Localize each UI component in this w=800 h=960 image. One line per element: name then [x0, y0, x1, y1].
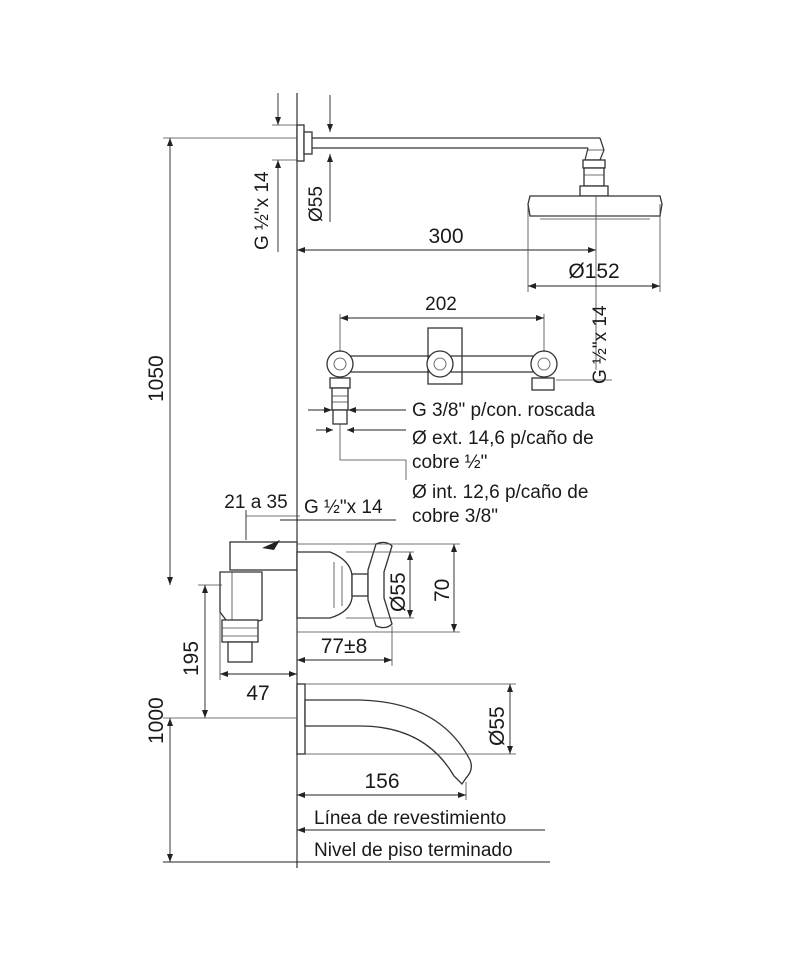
handle-flange-label: Ø55: [387, 572, 410, 612]
ext-diameter-note-2: cobre ½": [412, 452, 487, 473]
mixer-body: [219, 541, 393, 663]
int-diameter-note-1: Ø int. 12,6 p/caño de: [412, 482, 588, 503]
finish-line-label: Línea de revestimiento: [314, 808, 506, 829]
handle-projection-label: 77±8: [321, 635, 368, 658]
head-diameter-label: Ø152: [568, 260, 619, 283]
arm-length-label: 300: [428, 225, 463, 248]
spout-height-label: 1000: [145, 697, 168, 744]
mixer-depth-label: 21 a 35: [224, 492, 287, 513]
shower-flange-label: Ø55: [306, 186, 327, 222]
valve-spacing-label: 202: [425, 294, 457, 315]
shower-head: [527, 195, 663, 220]
spout: [296, 683, 472, 786]
thread-connection-note: G 3/8" p/con. roscada: [412, 400, 596, 421]
spout-flange-label: Ø55: [486, 706, 509, 746]
valve-body: [326, 327, 558, 425]
connection-height-label: 195: [180, 641, 203, 676]
valve-thread-label: G ½"x 14: [590, 305, 611, 384]
ext-diameter-note-1: Ø ext. 14,6 p/caño de: [412, 428, 594, 449]
total-height-label: 1050: [145, 355, 168, 402]
spout-length-label: 156: [364, 770, 399, 793]
shower-arm: [296, 124, 609, 197]
mixer-thread-label: G ½"x 14: [304, 497, 383, 518]
int-diameter-note-2: cobre 3/8": [412, 506, 498, 527]
handle-height-label: 70: [431, 579, 454, 602]
connection-offset-label: 47: [246, 682, 269, 705]
floor-level-label: Nivel de piso terminado: [314, 840, 513, 861]
shower-thread-label: G ½"x 14: [252, 171, 273, 250]
